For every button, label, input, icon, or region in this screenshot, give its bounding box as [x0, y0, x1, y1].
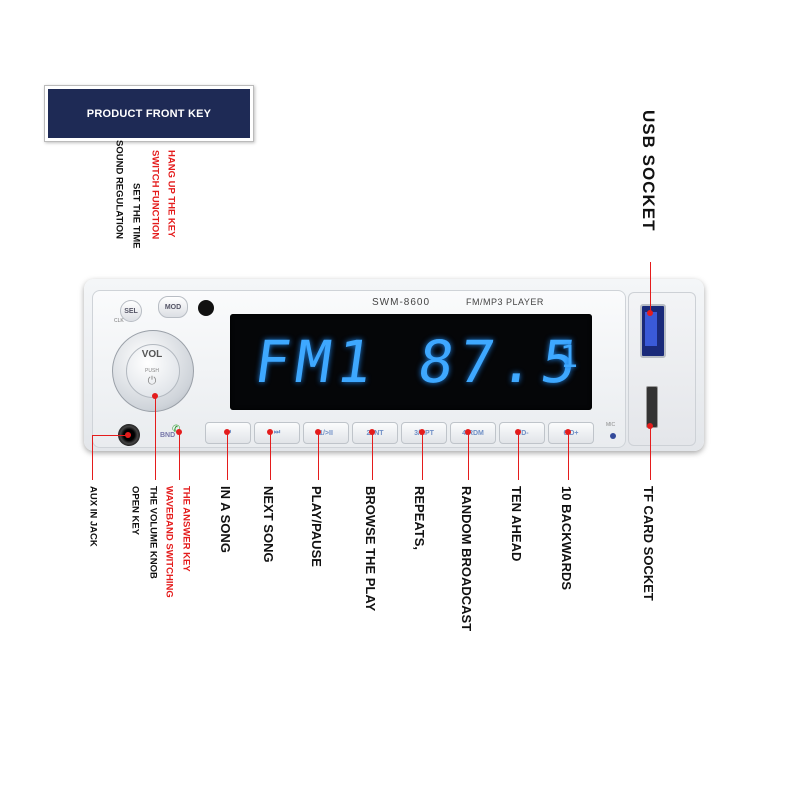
key-2-int[interactable]: 2/INT [352, 422, 398, 444]
next-button[interactable]: ⏭ [254, 422, 300, 444]
leader-browse [372, 432, 373, 480]
leader-dot-4 [369, 429, 375, 435]
leader-aux-h [92, 435, 130, 436]
knob-push-label: PUSH [145, 368, 159, 374]
ir-sensor [198, 300, 214, 316]
label-hang-up: HANG UP THE KEY [165, 150, 177, 238]
leader-knob [155, 396, 156, 480]
power-icon: ⏻ [147, 375, 157, 387]
leader-answer [179, 432, 180, 480]
leader-in-song [227, 432, 228, 480]
leader-ten-back [568, 432, 569, 480]
leader-aux [92, 435, 93, 480]
leader-ten-ahead [518, 432, 519, 480]
label-random: RANDOM BROADCAST [459, 486, 474, 632]
label-open-key: OPEN KEY [129, 486, 141, 536]
mic-label: MIC [606, 422, 616, 428]
label-sound-regulation: SOUND REGULATION [113, 140, 125, 240]
key-4-rdm[interactable]: 4/RDM [450, 422, 496, 444]
bnd-button[interactable]: BND [160, 432, 176, 439]
model-label: SWM-8600 [372, 297, 431, 308]
mic-hole [610, 433, 616, 439]
leader-random [468, 432, 469, 480]
tf-card-slot[interactable] [646, 386, 658, 428]
label-waveband: WAVEBAND SWITCHING [163, 486, 175, 598]
leader-usb [650, 262, 651, 312]
leader-dot-5 [419, 429, 425, 435]
leader-dot-knob [152, 393, 158, 399]
usb-port-inner [645, 312, 657, 346]
player-label: FM/MP3 PLAYER [466, 297, 544, 307]
mod-button[interactable]: MOD [158, 296, 188, 318]
label-ten-backwards: 10 BACKWARDS [559, 486, 574, 591]
lcd-frequency: FM1 87.5 [250, 328, 588, 396]
key-6-dplus[interactable]: 6/D+ [548, 422, 594, 444]
leader-dot-8 [565, 429, 571, 435]
leader-tf [650, 426, 651, 480]
label-set-the-time: SET THE TIME [130, 183, 142, 249]
key-5-dminus[interactable]: 5/D- [499, 422, 545, 444]
leader-dot-2 [267, 429, 273, 435]
leader-dot-tf [647, 423, 653, 429]
lcd-display [230, 314, 592, 410]
title-box: PRODUCT FRONT KEY [44, 85, 254, 142]
label-usb-socket: USB SOCKET [639, 110, 658, 232]
leader-dot-aux [125, 432, 131, 438]
leader-dot-1 [224, 429, 230, 435]
page-title: PRODUCT FRONT KEY [48, 89, 250, 138]
label-repeats: REPEATS, [412, 486, 427, 551]
leader-dot-6 [465, 429, 471, 435]
clk-label: CLK [114, 318, 124, 324]
label-browse: BROWSE THE PLAY [363, 486, 378, 612]
sel-button[interactable]: SEL [120, 300, 142, 322]
label-switch-function: SWITCH FUNCTION [149, 150, 161, 240]
label-next-song: NEXT SONG [261, 486, 276, 563]
leader-dot-3 [315, 429, 321, 435]
leader-repeat [422, 432, 423, 480]
leader-dot-usb [647, 310, 653, 316]
label-ten-ahead: TEN AHEAD [509, 486, 524, 562]
leader-play [318, 432, 319, 480]
leader-next-song [270, 432, 271, 480]
label-play-pause: PLAY/PAUSE [309, 486, 324, 567]
key-1-play[interactable]: 1/>II [303, 422, 349, 444]
label-aux-in: AUX IN JACK [87, 486, 99, 547]
leader-dot-7 [515, 429, 521, 435]
label-in-a-song: IN A SONG [218, 486, 233, 553]
label-answer-key: THE ANSWER KEY [180, 486, 192, 572]
label-volume-knob: THE VOLUME KNOB [147, 486, 159, 579]
leader-dot-answer [176, 429, 182, 435]
label-tf-socket: TF CARD SOCKET [641, 486, 656, 601]
knob-label: VOL [141, 349, 163, 360]
lcd-channel: 1 [560, 340, 579, 375]
